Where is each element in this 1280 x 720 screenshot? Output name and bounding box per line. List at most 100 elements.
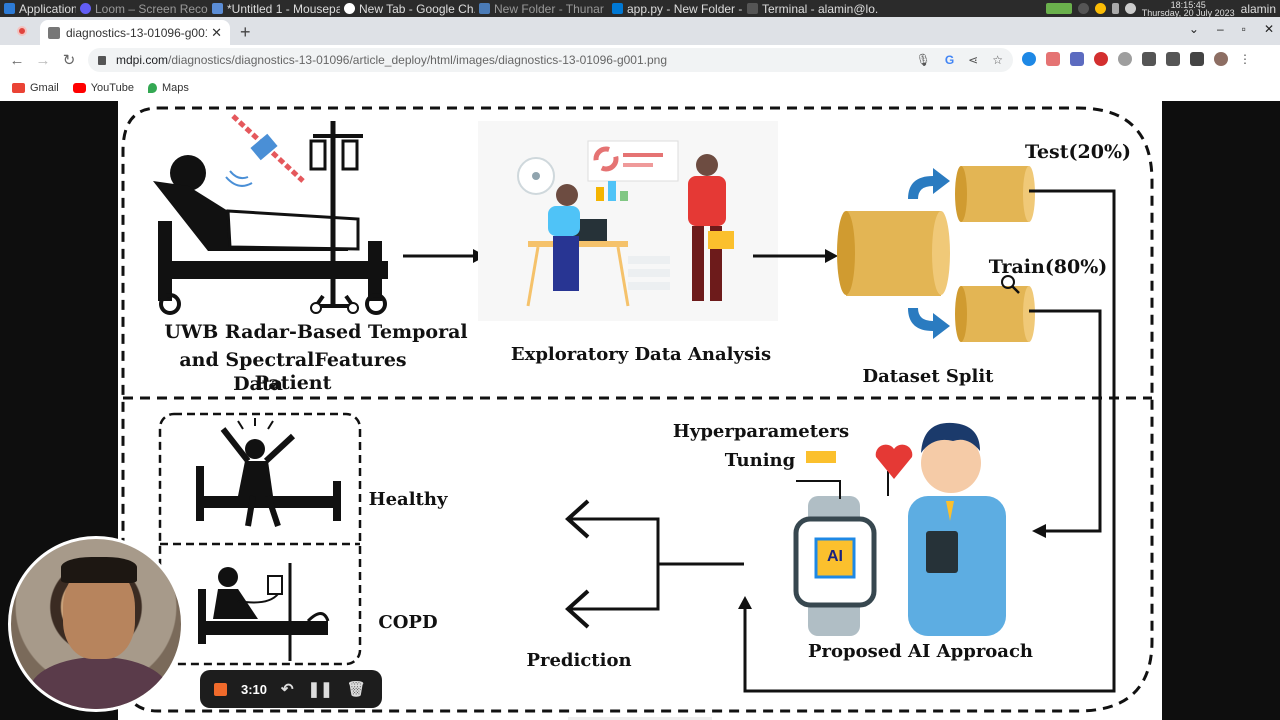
- eda-illustration: [478, 121, 778, 321]
- maps-icon: [147, 83, 157, 93]
- tab-close-icon[interactable]: ✕: [211, 24, 222, 40]
- applications-menu[interactable]: Applications: [0, 0, 76, 17]
- delete-icon[interactable]: 🗑: [346, 681, 366, 698]
- forward-icon[interactable]: →: [35, 51, 51, 69]
- ai-approach-illustration: [793, 422, 1006, 636]
- taskbar-item-vscode[interactable]: app.py - New Folder -...: [608, 0, 743, 17]
- adblock-icon[interactable]: [1094, 52, 1108, 66]
- bookmark-gmail[interactable]: Gmail: [12, 82, 59, 94]
- minimize-icon[interactable]: –: [1216, 22, 1224, 36]
- healthy-person-icon: [196, 418, 341, 527]
- menu-icon[interactable]: ⋮: [1239, 52, 1251, 66]
- webcam-person-shirt: [29, 657, 169, 709]
- bookmark-star-icon[interactable]: ☆: [992, 53, 1003, 67]
- recording-indicator-icon: [17, 26, 27, 36]
- window-controls: ⌄ – ▫ ✕: [1189, 22, 1274, 36]
- approach-label: Proposed AI Approach: [807, 641, 1034, 662]
- eda-label: Exploratory Data Analysis: [510, 344, 772, 365]
- reload-icon[interactable]: ↻: [62, 52, 76, 69]
- share-icon[interactable]: ⋖: [968, 53, 979, 67]
- tab-search-icon[interactable]: ⌄: [1188, 22, 1199, 36]
- arrow-to-split: [753, 249, 838, 263]
- volume-icon[interactable]: [1124, 3, 1136, 14]
- bookmarks-bar: Gmail YouTube Maps: [0, 75, 1280, 101]
- taskbar-item-label: Terminal - alamin@lo...: [762, 1, 878, 16]
- chrome-tray-icon-2[interactable]: [1094, 3, 1106, 14]
- battery-icon[interactable]: [1111, 3, 1119, 14]
- taskbar-item-chrome[interactable]: New Tab - Google Ch...: [340, 0, 475, 17]
- diagram-drawing: [121, 106, 1154, 713]
- extension-icon-2[interactable]: [1046, 52, 1060, 66]
- bookmark-label: Gmail: [30, 82, 59, 94]
- close-window-icon[interactable]: ✕: [1263, 22, 1274, 36]
- applications-icon: [4, 3, 15, 14]
- stop-recording-button[interactable]: [214, 682, 227, 696]
- extension-icon-5[interactable]: [1118, 52, 1132, 66]
- source-label-line1: UWB Radar-Based Temporal: [164, 321, 468, 343]
- mic-icon[interactable]: 🎙: [915, 53, 931, 67]
- os-taskbar: Applications Loom – Screen Reco... *Unti…: [0, 0, 1280, 17]
- translate-icon[interactable]: [1070, 52, 1084, 66]
- extensions-puzzle-icon[interactable]: [1142, 52, 1156, 66]
- diagram-image[interactable]: UWB Radar-Based Temporal and SpectralFea…: [118, 101, 1162, 720]
- profile-avatar[interactable]: [1214, 52, 1228, 66]
- clock-time: 18:15:45: [1170, 0, 1206, 10]
- loom-icon: [80, 3, 91, 14]
- taskbar-item-label: New Tab - Google Ch...: [359, 1, 475, 16]
- terminal-icon: [747, 3, 758, 14]
- maximize-icon[interactable]: ▫: [1241, 22, 1246, 36]
- outer-dashed-frame: [121, 106, 1154, 713]
- taskbar-item-label: New Folder - Thunar: [494, 1, 604, 16]
- horizontal-scrollbar[interactable]: [568, 717, 712, 720]
- radar-satellite-icon: [225, 114, 305, 187]
- recording-timer: 3:10: [241, 681, 268, 697]
- bookmark-maps[interactable]: Maps: [147, 82, 189, 94]
- user-name[interactable]: alamin: [1240, 1, 1276, 16]
- address-bar[interactable]: mdpi.com /diagnostics/diagnostics-13-010…: [88, 48, 1013, 72]
- back-icon[interactable]: ←: [9, 51, 25, 69]
- bookmark-youtube[interactable]: YouTube: [72, 82, 134, 94]
- webcam-person-hair: [61, 557, 137, 583]
- taskbar-item-label: Loom – Screen Reco...: [95, 1, 208, 16]
- taskbar-item-loom[interactable]: Loom – Screen Reco...: [76, 0, 208, 17]
- prediction-arrows: [565, 499, 744, 629]
- train-label: Train(80%): [988, 256, 1108, 278]
- hyper-label-line1: Hyperparameters: [672, 421, 850, 442]
- healthy-label: Healthy: [368, 489, 448, 510]
- taskbar-item-terminal[interactable]: Terminal - alamin@lo...: [743, 0, 878, 17]
- system-tray: 18:15:45 Thursday, 20 July 2023 alamin: [1045, 0, 1280, 18]
- clock-date: Thursday, 20 July 2023: [1141, 7, 1235, 18]
- arrow-to-eda: [403, 249, 486, 263]
- new-tab-button[interactable]: +: [240, 22, 251, 42]
- taskbar-item-mousepad[interactable]: *Untitled 1 - Mousepad: [208, 0, 340, 17]
- dataset-cylinder-icon: [837, 211, 950, 296]
- blue-arrow-down-icon: [908, 308, 950, 339]
- tab-title: diagnostics-13-01096-g001.pn: [66, 25, 207, 40]
- side-panel-icon[interactable]: [1190, 52, 1204, 66]
- mic-icon[interactable]: [1077, 3, 1089, 14]
- lock-icon[interactable]: [98, 55, 106, 65]
- webcam-bubble[interactable]: [8, 536, 184, 712]
- extension-icon-1[interactable]: [1022, 52, 1036, 66]
- image-viewer: UWB Radar-Based Temporal and SpectralFea…: [0, 101, 1280, 720]
- source-label-line2: and SpectralFeatures Patient: [179, 349, 407, 394]
- bookmark-label: YouTube: [90, 82, 134, 94]
- split-label: Dataset Split: [862, 366, 994, 387]
- mousepad-icon: [212, 3, 223, 14]
- outcomes-dashed-box: [158, 412, 362, 666]
- test-connector-line: [743, 189, 1116, 693]
- copd-label: COPD: [378, 612, 438, 633]
- arrow-head-up: [738, 596, 752, 609]
- taskbar-item-label: *Untitled 1 - Mousepad: [227, 1, 340, 16]
- tab-active[interactable]: diagnostics-13-01096-g001.pn ✕: [40, 20, 230, 45]
- restart-icon[interactable]: ↶: [281, 681, 294, 698]
- pause-icon[interactable]: ❚❚: [307, 681, 333, 698]
- blue-arrow-up-icon: [908, 168, 950, 199]
- taskbar-item-thunar[interactable]: New Folder - Thunar: [475, 0, 608, 17]
- reading-list-icon[interactable]: [1166, 52, 1180, 66]
- zoom-cursor-icon: [1001, 275, 1020, 294]
- clock[interactable]: 18:15:45 Thursday, 20 July 2023: [1141, 0, 1235, 18]
- chrome-tray-icon[interactable]: [1045, 3, 1072, 14]
- omnibox-actions: 🎙 G ⋖ ☆: [916, 48, 1003, 72]
- google-lens-icon[interactable]: G: [944, 53, 955, 67]
